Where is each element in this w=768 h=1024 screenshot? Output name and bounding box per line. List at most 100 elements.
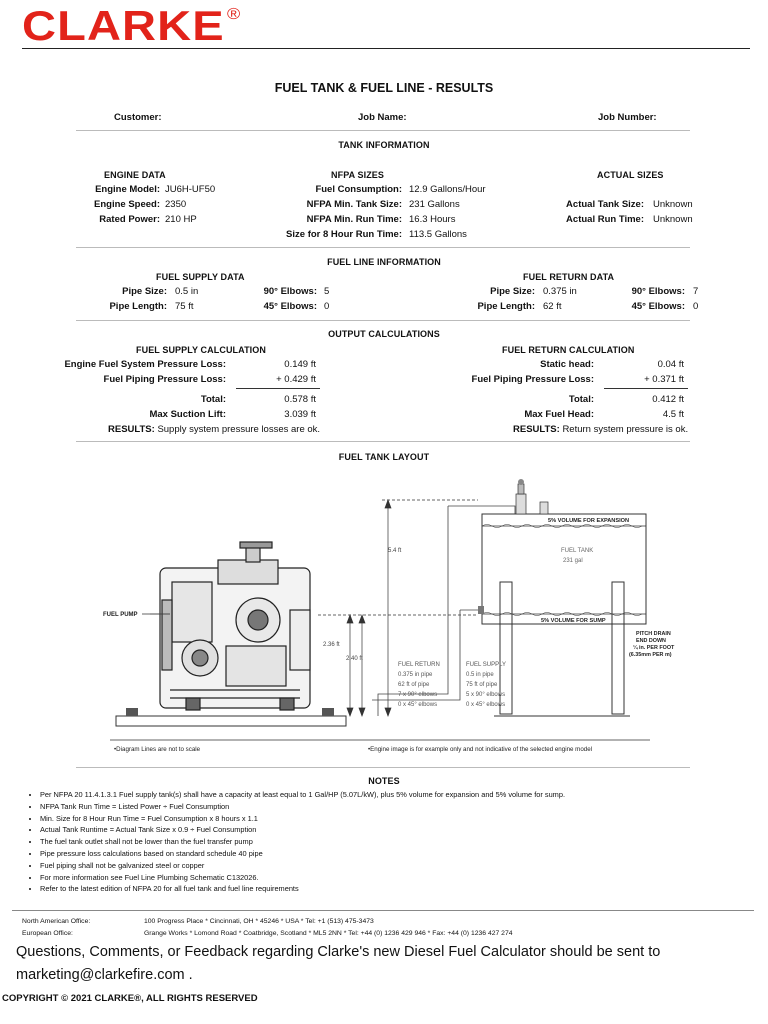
supply-result: RESULTS: Supply system pressure losses a… [108, 422, 368, 437]
supply-result-text: Supply system pressure losses are ok. [157, 424, 321, 435]
supply-piping-loss-label: Fuel Piping Pressure Loss: [103, 374, 226, 385]
return-elbow-values: 7 0 [693, 284, 713, 314]
svg-text:PITCH DRAIN: PITCH DRAIN [636, 631, 671, 637]
page-title: FUEL TANK & FUEL LINE - RESULTS [274, 81, 494, 95]
fuel-tank-layout-diagram: FUEL PUMP 5.4 ft 2.36 ft 2.40 ft [103, 479, 675, 753]
job-number-label: Job Number: [598, 112, 657, 123]
return-result-label: RESULTS: [513, 424, 560, 435]
customer-label: Customer: [114, 112, 162, 123]
note-item: Per NFPA 20 11.4.1.3.1 Fuel supply tank(… [40, 789, 746, 801]
na-office-address: 100 Progress Place * Cincinnati, OH * 45… [144, 918, 374, 925]
supply-pipe-size-value: 0.5 in [175, 286, 199, 297]
eu-office-label: European Office: [22, 930, 73, 937]
actual-labels: Actual Tank Size: Actual Run Time: [540, 197, 644, 227]
return-elbow-labels: 90° Elbows: 45° Elbows: [608, 284, 685, 314]
supply-result-label: RESULTS: [108, 424, 155, 435]
rated-power-value: 210 HP [165, 214, 197, 225]
supply-calc-values-2: 0.578 ft 3.039 ft [256, 392, 316, 422]
svg-text:0.5 in pipe: 0.5 in pipe [466, 672, 494, 678]
engine-model-value: JU6H-UF50 [165, 184, 216, 195]
supply-pipe-values: 0.5 in 75 ft [175, 284, 235, 314]
fuel-return-data-heading: FUEL RETURN DATA [523, 272, 615, 282]
nfpa-labels: Fuel Consumption: NFPA Min. Tank Size: N… [250, 182, 402, 242]
svg-text:75 ft of pipe: 75 ft of pipe [466, 682, 498, 688]
supply-elbow90-value: 5 [324, 286, 330, 297]
return-pipe-labels: Pipe Size: Pipe Length: [468, 284, 535, 314]
return-pipe-length-value: 62 ft [543, 301, 562, 312]
divider [76, 767, 690, 768]
return-pipe-size-label: Pipe Size: [490, 286, 535, 297]
notes-list: Per NFPA 20 11.4.1.3.1 Fuel supply tank(… [26, 789, 746, 895]
size-8-hour-value: 113.5 Gallons [409, 229, 467, 240]
actual-tank-size-label: Actual Tank Size: [566, 199, 644, 210]
return-calc-labels-2: Total: Max Fuel Head: [432, 392, 594, 422]
svg-text:0 x 45° elbows: 0 x 45° elbows [466, 702, 505, 708]
fuel-tank-layout-heading: FUEL TANK LAYOUT [338, 452, 430, 462]
note-item: NFPA Tank Run Time = Listed Power ÷ Fuel… [40, 801, 746, 813]
supply-pipe-length-label: Pipe Length: [109, 301, 167, 312]
engine-fuel-loss-value: 0.149 ft [284, 359, 316, 370]
dim-2-40-label: 2.40 ft [346, 656, 363, 662]
engine-speed-value: 2350 [165, 199, 187, 210]
eu-office-address: Grange Works * Lomond Road * Coatbridge,… [144, 930, 513, 937]
feedback-email[interactable]: marketing@clarkefire.com . [16, 967, 193, 983]
svg-text:0.375 in pipe: 0.375 in pipe [398, 672, 433, 678]
engine-fuel-loss-label: Engine Fuel System Pressure Loss: [64, 359, 226, 370]
engine-data-labels: Engine Model: Engine Speed: Rated Power: [60, 182, 160, 227]
return-elbow45-value: 0 [693, 301, 699, 312]
supply-elbow90-label: 90° Elbows: [263, 286, 317, 297]
engine-model-label: Engine Model: [95, 184, 160, 195]
fuel-line-heading: FUEL LINE INFORMATION [327, 257, 441, 267]
fuel-return-box: FUEL RETURN 0.375 in pipe 62 ft of pipe … [398, 662, 440, 708]
return-calc-labels-1: Static head: Fuel Piping Pressure Loss: [432, 357, 594, 387]
svg-text:7 x 90° elbows: 7 x 90° elbows [398, 692, 437, 698]
fuel-supply-data-heading: FUEL SUPPLY DATA [156, 272, 245, 282]
note-item: Refer to the latest edition of NFPA 20 f… [40, 883, 746, 895]
actual-tank-size-value: Unknown [653, 199, 693, 210]
svg-text:FUEL SUPPLY: FUEL SUPPLY [466, 662, 506, 668]
max-suction-lift-label: Max Suction Lift: [149, 409, 226, 420]
nfpa-values: 12.9 Gallons/Hour 231 Gallons 16.3 Hours… [409, 182, 519, 242]
fuel-piping [150, 505, 516, 716]
notes-list-container: Per NFPA 20 11.4.1.3.1 Fuel supply tank(… [26, 789, 746, 895]
engine-data-values: JU6H-UF50 2350 210 HP [165, 182, 255, 227]
rated-power-label: Rated Power: [99, 214, 160, 225]
engine-skid [115, 708, 347, 727]
footnote-diagram-lines: •Diagram Lines are not to scale [114, 746, 201, 753]
supply-pipe-length-value: 75 ft [175, 301, 194, 312]
fuel-supply-box: FUEL SUPPLY 0.5 in pipe 75 ft of pipe 5 … [466, 662, 506, 708]
note-item: The fuel tank outlet shall not be lower … [40, 836, 746, 848]
engine-speed-label: Engine Speed: [94, 199, 160, 210]
footer-divider [12, 910, 754, 911]
logo-text: CLARKE [22, 2, 225, 49]
note-item: For more information see Fuel Line Plumb… [40, 872, 746, 884]
svg-text:FUEL RETURN: FUEL RETURN [398, 662, 440, 668]
engine-data-heading: ENGINE DATA [104, 170, 166, 180]
return-piping-loss-value: + 0.371 ft [644, 374, 684, 385]
return-elbow90-label: 90° Elbows: [631, 286, 685, 297]
note-item: Min. Size for 8 Hour Run Time = Fuel Con… [40, 813, 746, 825]
return-piping-loss-label: Fuel Piping Pressure Loss: [471, 374, 594, 385]
svg-text:5 x 90° elbows: 5 x 90° elbows [466, 692, 505, 698]
actual-sizes-heading: ACTUAL SIZES [597, 170, 664, 180]
nfpa-min-tank-value: 231 Gallons [409, 199, 460, 210]
return-total-label: Total: [568, 394, 594, 405]
divider [76, 320, 690, 321]
job-name-label: Job Name: [358, 112, 407, 123]
supply-pipe-size-label: Pipe Size: [122, 286, 167, 297]
return-result: RESULTS: Return system pressure is ok. [513, 422, 753, 437]
supply-elbow45-value: 0 [324, 301, 330, 312]
supply-sum-line [236, 388, 320, 389]
return-total-value: 0.412 ft [652, 394, 684, 405]
max-fuel-head-label: Max Fuel Head: [524, 409, 594, 420]
supply-total-value: 0.578 ft [284, 394, 316, 405]
supply-elbow45-label: 45° Elbows: [263, 301, 317, 312]
supply-pipe-labels: Pipe Size: Pipe Length: [100, 284, 167, 314]
supply-calc-heading: FUEL SUPPLY CALCULATION [136, 345, 266, 355]
supply-elbow-labels: 90° Elbows: 45° Elbows: [240, 284, 317, 314]
nfpa-min-tank-label: NFPA Min. Tank Size: [306, 199, 402, 210]
output-calculations-heading: OUTPUT CALCULATIONS [328, 329, 440, 339]
return-elbow45-label: 45° Elbows: [631, 301, 685, 312]
actual-run-time-value: Unknown [653, 214, 693, 225]
static-head-value: 0.04 ft [657, 359, 684, 370]
